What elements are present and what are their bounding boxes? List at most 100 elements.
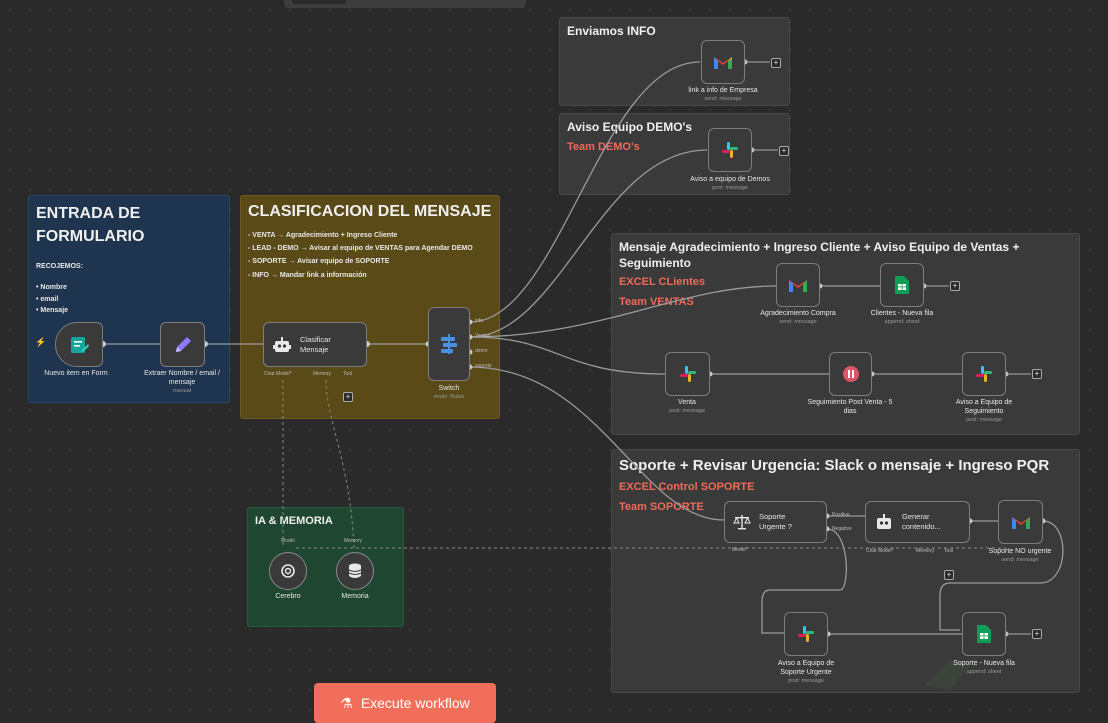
database-icon (348, 563, 362, 578)
port-label: Memory (344, 538, 363, 544)
note-entrada-formulario[interactable]: ENTRADA DE FORMULARIO RECOJEMOS: • Nombr… (28, 195, 230, 403)
node-label: Memoria (341, 593, 369, 600)
trigger-bolt-icon: ⚡ (35, 337, 47, 347)
pause-icon (842, 366, 859, 382)
port-label: Model* (732, 547, 748, 553)
note-subtitle: Team DEMO's (567, 140, 640, 153)
node-switch[interactable] (428, 307, 470, 381)
execute-label: Execute workflow (360, 695, 470, 711)
note-list: • Nombre • email • Mensaje (36, 283, 69, 315)
note-subtitle: EXCEL CLientes (619, 276, 705, 289)
node-sheet-soporte[interactable] (962, 612, 1006, 656)
note-subtitle: Team SOPORTE (619, 500, 704, 513)
note-subtitle: Team VENTAS (619, 296, 694, 309)
port-label: Tool (944, 548, 954, 554)
node-label: Clasificar Mensaje (300, 334, 331, 354)
note-aviso-demo[interactable]: Aviso Equipo DEMO's Team DEMO's (559, 113, 790, 195)
node-gmail-no-urgente[interactable] (998, 500, 1043, 544)
node-label: Nuevo item en Form (44, 370, 108, 377)
execute-workflow-button[interactable]: ⚗ Execute workflow (314, 683, 496, 723)
output-label: Positive (832, 512, 850, 518)
add-node-button[interactable]: + (950, 281, 960, 291)
add-tool-button[interactable]: + (944, 570, 954, 580)
add-node-button[interactable]: + (1032, 369, 1042, 379)
node-label: Soporte Urgente ? (759, 512, 792, 531)
google-sheets-icon (895, 276, 909, 294)
pencil-icon (175, 336, 191, 352)
top-toolbar (284, 0, 526, 8)
note-title: Enviamos INFO (567, 24, 656, 38)
port-label: Tool (343, 371, 353, 377)
node-form-trigger[interactable] (55, 322, 103, 367)
note-title: CLASIFICACION DEL MENSAJE (248, 203, 492, 220)
flask-icon: ⚗ (340, 694, 353, 711)
output-label: Negative (832, 526, 852, 532)
output-label: soporte (475, 363, 492, 369)
note-title: Mensaje Agradecimiento + Ingreso Cliente… (619, 240, 1020, 270)
note-ventas[interactable]: Mensaje Agradecimiento + Ingreso Cliente… (611, 233, 1080, 435)
node-memoria[interactable] (336, 552, 374, 590)
note-recogemos: RECOJEMOS: (36, 263, 84, 271)
port-label: Model (281, 538, 295, 544)
gmail-icon (789, 280, 807, 292)
node-gmail-info[interactable] (701, 40, 745, 84)
output-label: demo (475, 348, 488, 354)
node-soporte-urgente[interactable]: Soporte Urgente ? (724, 501, 827, 543)
node-cerebro[interactable] (269, 552, 307, 590)
note-title: IA & MEMORIA (255, 515, 333, 527)
note-lines: - VENTA → Agradecimiento + Ingreso Clien… (248, 231, 473, 279)
node-slack-demo[interactable] (708, 128, 752, 172)
scale-icon (733, 515, 751, 530)
node-slack-venta[interactable] (665, 352, 710, 396)
slack-icon (798, 626, 814, 642)
switch-icon (441, 334, 457, 354)
port-label: Memory (916, 548, 935, 554)
add-node-button[interactable]: + (1032, 629, 1042, 639)
slack-icon (722, 142, 738, 158)
node-extract-set[interactable] (160, 322, 205, 367)
port-label: Memory (313, 371, 332, 377)
note-title: Soporte + Revisar Urgencia: Slack o mens… (619, 457, 1050, 474)
google-sheets-icon (977, 625, 991, 643)
node-generar-contenido[interactable]: Generar contenido... (865, 501, 970, 543)
form-icon (71, 336, 89, 353)
node-label: Seguimiento Post Venta - 5 dias (807, 399, 893, 415)
slack-icon (679, 366, 696, 382)
node-label: Generar contenido... (902, 512, 941, 531)
node-sheet-clientes[interactable] (880, 263, 924, 307)
output-label: info (475, 318, 484, 324)
toolbar-segment[interactable] (292, 0, 346, 4)
note-title: ENTRADA DE FORMULARIO (36, 205, 145, 246)
node-label: Cerebro (275, 593, 301, 600)
openai-icon (281, 564, 295, 578)
add-tool-button[interactable]: + (343, 392, 353, 402)
node-slack-soporte-urgente[interactable] (784, 612, 828, 656)
node-wait[interactable] (829, 352, 872, 396)
robot-icon (877, 514, 891, 529)
port-label: Chat Model* (866, 548, 894, 554)
port-label: Chat Model* (264, 371, 292, 377)
robot-icon (273, 336, 291, 352)
slack-icon (976, 366, 992, 382)
node-clasificar-mensaje[interactable]: Clasificar Mensaje (263, 322, 367, 367)
add-node-button[interactable]: + (771, 58, 781, 68)
node-slack-seguimiento[interactable] (962, 352, 1006, 396)
gmail-icon (1011, 517, 1030, 529)
note-title: Aviso Equipo DEMO's (567, 120, 693, 134)
gmail-icon (714, 57, 732, 69)
add-node-button[interactable]: + (779, 146, 789, 156)
output-label: Ventas (475, 333, 491, 339)
node-gmail-agradecimiento[interactable] (776, 263, 820, 307)
